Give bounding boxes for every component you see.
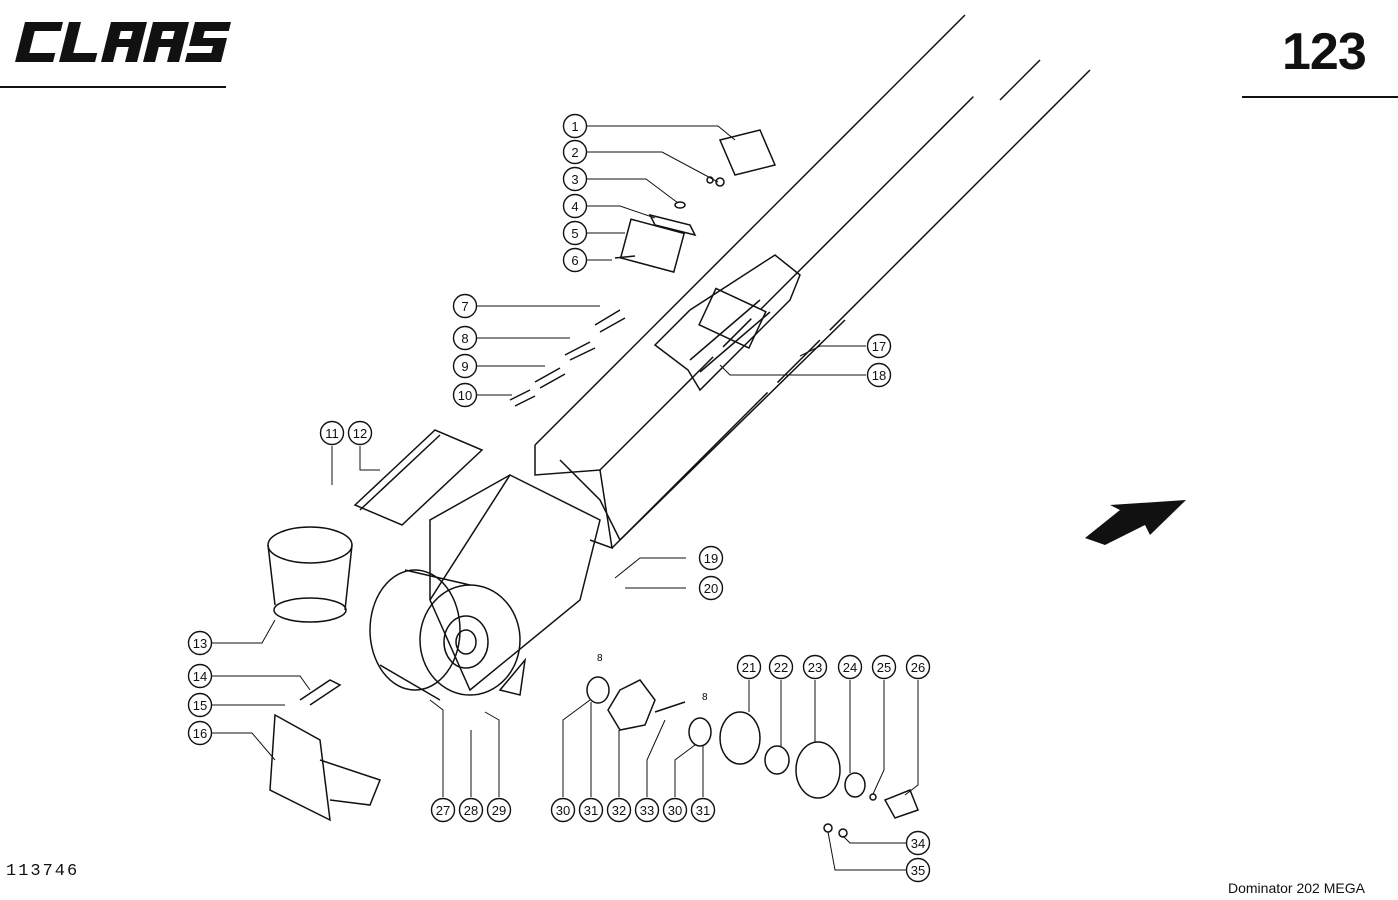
marker-8: 8 bbox=[702, 692, 708, 703]
support-bracket-16 bbox=[269, 713, 381, 822]
callout-label: 5 bbox=[571, 226, 578, 241]
header-rule-right bbox=[1242, 96, 1398, 98]
callout-label: 21 bbox=[742, 660, 756, 675]
callout-10: 10 bbox=[452, 382, 478, 408]
sprocket-housing bbox=[369, 569, 527, 701]
callout-label: 1 bbox=[571, 119, 578, 134]
callout-label: 32 bbox=[612, 803, 626, 818]
callout-label: 10 bbox=[458, 388, 472, 403]
callout-27: 27 bbox=[430, 797, 456, 823]
callout-label: 4 bbox=[571, 199, 578, 214]
conveyor-window-cutaway bbox=[653, 254, 801, 392]
callout-15: 15 bbox=[187, 692, 213, 718]
callout-7: 7 bbox=[452, 293, 478, 319]
claas-logo bbox=[15, 22, 232, 62]
callout-8: 8 bbox=[452, 325, 478, 351]
callout-4: 4 bbox=[562, 193, 588, 219]
callout-20: 20 bbox=[698, 575, 724, 601]
callout-28: 28 bbox=[458, 797, 484, 823]
callout-label: 31 bbox=[696, 803, 710, 818]
callout-9: 9 bbox=[452, 353, 478, 379]
callout-label: 23 bbox=[808, 660, 822, 675]
callout-30: 30 bbox=[550, 797, 576, 823]
callout-29: 29 bbox=[486, 797, 512, 823]
callout-6: 6 bbox=[562, 247, 588, 273]
page-number: 123 bbox=[1282, 23, 1367, 81]
leader-lines bbox=[212, 125, 919, 871]
callout-label: 25 bbox=[877, 660, 891, 675]
callout-label: 18 bbox=[872, 368, 886, 383]
callout-label: 30 bbox=[668, 803, 682, 818]
top-small-parts bbox=[614, 129, 777, 274]
machine-model: Dominator 202 MEGA bbox=[1228, 880, 1365, 896]
callout-label: 6 bbox=[571, 253, 578, 268]
conveyor-tube bbox=[534, 14, 1091, 550]
callout-label: 19 bbox=[704, 551, 718, 566]
header-rule-left bbox=[0, 86, 226, 88]
callout-30: 30 bbox=[662, 797, 688, 823]
shaft-components bbox=[586, 676, 919, 838]
callout-label: 7 bbox=[461, 299, 468, 314]
callout-34: 34 bbox=[905, 830, 931, 856]
callout-label: 27 bbox=[436, 803, 450, 818]
callout-32: 32 bbox=[606, 797, 632, 823]
callout-33: 33 bbox=[634, 797, 660, 823]
callout-label: 2 bbox=[571, 145, 578, 160]
clamp-band-13 bbox=[267, 526, 353, 623]
callout-label: 29 bbox=[492, 803, 506, 818]
callout-18: 18 bbox=[866, 362, 892, 388]
callout-label: 26 bbox=[911, 660, 925, 675]
cover-plate-12 bbox=[353, 429, 484, 526]
callout-label: 22 bbox=[774, 660, 788, 675]
callout-3: 3 bbox=[562, 166, 588, 192]
callout-label: 11 bbox=[325, 426, 339, 441]
callout-11: 11 bbox=[319, 420, 345, 446]
callout-14: 14 bbox=[187, 663, 213, 689]
direction-arrow-icon bbox=[1085, 500, 1186, 545]
callout-17: 17 bbox=[866, 333, 892, 359]
callout-21: 21 bbox=[736, 654, 762, 680]
callout-label: 15 bbox=[193, 698, 207, 713]
callout-label: 24 bbox=[843, 660, 857, 675]
chain-links bbox=[509, 309, 626, 407]
callout-19: 19 bbox=[698, 545, 724, 571]
callout-23: 23 bbox=[802, 654, 828, 680]
callout-label: 35 bbox=[911, 863, 925, 878]
callout-22: 22 bbox=[768, 654, 794, 680]
callout-25: 25 bbox=[871, 654, 897, 680]
callout-24: 24 bbox=[837, 654, 863, 680]
callout-2: 2 bbox=[562, 139, 588, 165]
callout-label: 9 bbox=[461, 359, 468, 374]
callout-label: 3 bbox=[571, 172, 578, 187]
callout-label: 34 bbox=[911, 836, 925, 851]
callout-26: 26 bbox=[905, 654, 931, 680]
callout-31: 31 bbox=[578, 797, 604, 823]
callout-5: 5 bbox=[562, 220, 588, 246]
callout-label: 14 bbox=[193, 669, 207, 684]
callout-label: 31 bbox=[584, 803, 598, 818]
callout-16: 16 bbox=[187, 720, 213, 746]
callout-label: 8 bbox=[461, 331, 468, 346]
marker-8: 8 bbox=[597, 653, 603, 664]
callout-1: 1 bbox=[562, 113, 588, 139]
callout-label: 16 bbox=[193, 726, 207, 741]
u-bolt-14 bbox=[299, 679, 342, 706]
callout-label: 30 bbox=[556, 803, 570, 818]
callout-label: 28 bbox=[464, 803, 478, 818]
callout-35: 35 bbox=[905, 857, 931, 883]
callout-label: 12 bbox=[353, 426, 367, 441]
callout-12: 12 bbox=[347, 420, 373, 446]
document-id: 113746 bbox=[6, 862, 80, 881]
callout-13: 13 bbox=[187, 630, 213, 656]
callout-label: 20 bbox=[704, 581, 718, 596]
callout-label: 17 bbox=[872, 339, 886, 354]
callout-label: 13 bbox=[193, 636, 207, 651]
callout-31: 31 bbox=[690, 797, 716, 823]
callout-label: 33 bbox=[640, 803, 654, 818]
